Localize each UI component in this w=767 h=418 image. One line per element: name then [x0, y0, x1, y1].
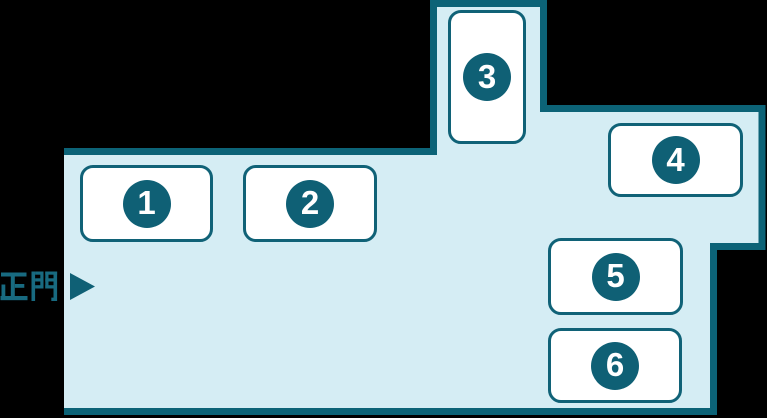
- building-number: 3: [477, 57, 497, 95]
- building-1-number-badge: 1: [122, 179, 171, 228]
- building-6-number-badge: 6: [591, 341, 639, 390]
- building-3[interactable]: 3: [448, 10, 526, 144]
- building-5[interactable]: 5: [548, 238, 683, 315]
- building-3-number-badge: 3: [463, 53, 511, 101]
- building-number: 2: [300, 184, 320, 221]
- building-number: 1: [137, 184, 156, 221]
- building-2[interactable]: 2: [243, 165, 377, 242]
- building-1[interactable]: 1: [80, 165, 213, 242]
- building-number: 5: [606, 257, 625, 294]
- grounds-outline: [64, 0, 766, 415]
- building-2-number-badge: 2: [286, 179, 334, 228]
- building-number: 4: [666, 140, 685, 178]
- building-6[interactable]: 6: [548, 328, 682, 403]
- building-number: 6: [605, 346, 625, 383]
- main-gate-arrow-icon: [70, 273, 95, 300]
- building-5-number-badge: 5: [591, 252, 640, 301]
- building-4[interactable]: 4: [608, 123, 743, 197]
- building-4-number-badge: 4: [651, 136, 700, 184]
- main-gate-label: [0, 271, 58, 301]
